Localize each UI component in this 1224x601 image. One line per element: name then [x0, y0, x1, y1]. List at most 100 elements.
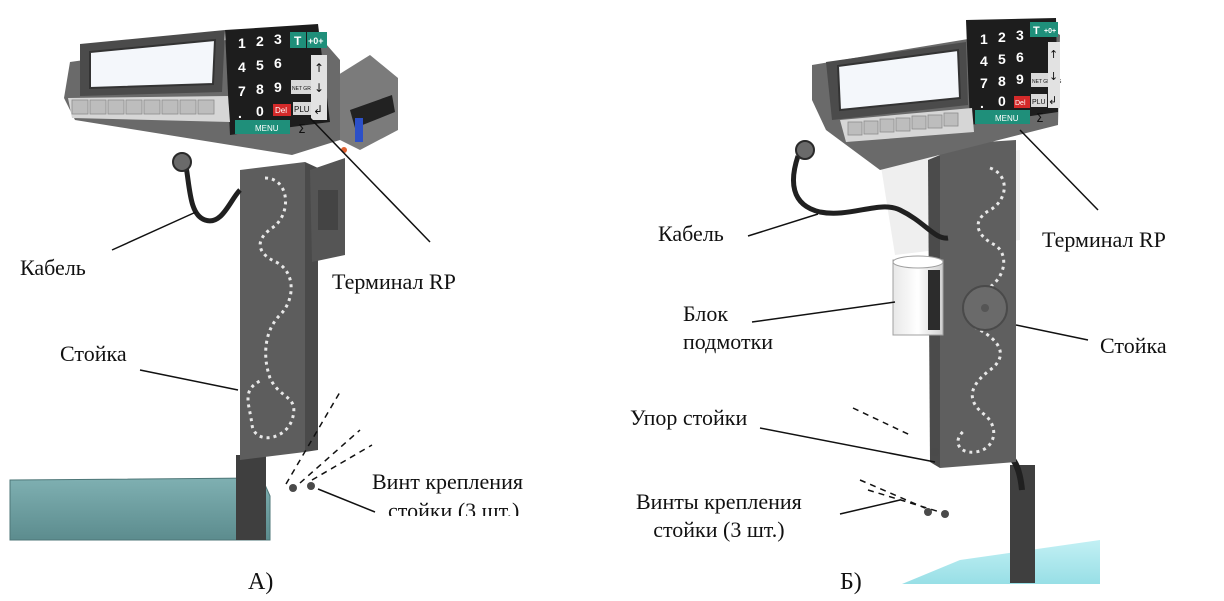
cable-connector-a: [172, 152, 192, 172]
label-screw-line2-wrap-a: стойки (3 шт.): [388, 499, 519, 516]
leader-winder-b: [751, 301, 896, 323]
winder-knob-center-b: [981, 304, 989, 312]
key-zero-b[interactable]: +0+: [1044, 28, 1056, 35]
key-0-b[interactable]: 0: [998, 93, 1006, 109]
label-cable-b: Кабель: [658, 221, 724, 246]
key-netgross-bg-b: [1031, 73, 1049, 87]
key-dot-b[interactable]: .: [980, 95, 984, 111]
leader-stop-b: [759, 427, 936, 463]
key-sigma-b[interactable]: Σ: [1036, 111, 1044, 125]
key-del-b[interactable]: Del: [1015, 100, 1026, 107]
key-7-b[interactable]: 7: [980, 75, 988, 91]
label-stand-b: Стойка: [1100, 333, 1167, 358]
leader-screws-b: [839, 499, 901, 515]
key-2-a[interactable]: 2: [256, 33, 264, 49]
arrow-up-icon-a[interactable]: ↑: [314, 61, 324, 75]
label-terminal-a: Терминал RP: [332, 269, 456, 294]
key-netgross-a[interactable]: NET GROSS: [292, 86, 322, 92]
key-6-b[interactable]: 6: [1016, 49, 1024, 65]
key-7-a[interactable]: 7: [238, 83, 246, 99]
key-3-b[interactable]: 3: [1016, 27, 1024, 43]
key-zero-bg-a: [307, 32, 327, 48]
key-6-a[interactable]: 6: [274, 55, 282, 71]
label-terminal-b: Терминал RP: [1042, 227, 1166, 252]
key-netgross-b[interactable]: NET GROSS: [1032, 79, 1062, 85]
leader-terminal-b: [1019, 129, 1099, 211]
function-keys-a: [71, 99, 215, 115]
winder-bracket-b: [928, 270, 940, 330]
key-del-bg-b: [1014, 96, 1030, 108]
key-plu-bg-a: [293, 102, 311, 115]
cable-b: [791, 155, 949, 241]
key-1-b[interactable]: 1: [980, 31, 988, 47]
label-screw-line2-a: стойки (3 шт.): [388, 499, 520, 516]
stand-stop-b: [931, 448, 939, 456]
key-dot-a[interactable]: .: [238, 105, 242, 121]
key-8-b[interactable]: 8: [998, 73, 1006, 89]
caption-a: А): [248, 569, 274, 595]
caption-b: Б): [840, 569, 862, 595]
printer-head-a: [330, 55, 398, 150]
leader-terminal-a: [309, 117, 431, 243]
key-plu-bg-b: [1031, 94, 1047, 107]
key-menu-bg-b: [975, 110, 1030, 124]
key-9-b[interactable]: 9: [1016, 71, 1024, 87]
arrow-down-icon-b[interactable]: ↓: [1049, 70, 1058, 83]
screws-b: [924, 508, 949, 518]
cable-route-dotted-a: [246, 176, 296, 440]
key-menu-b[interactable]: MENU: [995, 114, 1019, 123]
key-menu-bg-a: [235, 120, 290, 134]
function-keys-b: [847, 112, 959, 136]
key-plu-b[interactable]: PLU: [1032, 99, 1046, 106]
scale-platform-a: [9, 477, 271, 541]
arrow-down-icon-a[interactable]: ↓: [314, 81, 324, 95]
key-9-a[interactable]: 9: [274, 79, 282, 95]
label-cable-a: Кабель: [20, 255, 86, 280]
key-0-a[interactable]: 0: [256, 103, 264, 119]
key-sigma-a[interactable]: Σ: [298, 122, 306, 136]
key-zero-a[interactable]: +0+: [308, 36, 324, 46]
mount-bracket-a: [236, 455, 266, 540]
digit-keys-a: 1 2 3 4 5 6 7 8 9 . 0: [238, 31, 282, 121]
printer-button-a: [355, 118, 363, 142]
leader-stand-b: [1015, 324, 1089, 341]
leader-screw-a: [317, 488, 376, 513]
label-winder-line1-b: Блок: [683, 301, 729, 326]
key-5-b[interactable]: 5: [998, 51, 1006, 67]
key-2-b[interactable]: 2: [998, 29, 1006, 45]
key-t-bg-b: [1030, 22, 1044, 37]
cable-connector-b: [795, 140, 815, 160]
arrow-up-icon-b[interactable]: ↑: [1049, 48, 1058, 61]
key-menu-a[interactable]: MENU: [255, 124, 279, 133]
key-zero-bg-b: [1044, 22, 1058, 37]
leader-stand-a: [139, 369, 239, 391]
label-screw-line1-a: Винт крепления: [372, 469, 523, 494]
key-del-bg-a: [273, 104, 291, 116]
key-5-a[interactable]: 5: [256, 57, 264, 73]
key-t-bg-a: [290, 32, 306, 48]
key-3-a[interactable]: 3: [274, 31, 282, 47]
winder-roll-end-b: [892, 255, 944, 269]
display-screen-a: [89, 38, 217, 90]
key-del-a[interactable]: Del: [275, 106, 287, 115]
label-winder-b: Блок подмотки: [683, 301, 774, 355]
nav-keys-bg-b: [1048, 42, 1060, 108]
nav-keys-bg-a: [311, 55, 327, 120]
key-1-a[interactable]: 1: [238, 35, 246, 51]
key-4-a[interactable]: 4: [238, 59, 246, 75]
enter-icon-a[interactable]: ↲: [313, 103, 323, 117]
figure-a: 1 2 3 4 5 6 7 8 9 . 0 T +0+ Del PLU NET …: [9, 24, 431, 541]
key-netgross-bg-a: [291, 80, 311, 94]
key-t-a[interactable]: T: [294, 34, 302, 48]
label-screws-line1-b: Винты крепления: [636, 489, 802, 514]
key-8-a[interactable]: 8: [256, 81, 264, 97]
key-t-b[interactable]: T: [1033, 25, 1040, 37]
key-4-b[interactable]: 4: [980, 53, 988, 69]
key-plu-a[interactable]: PLU: [294, 105, 310, 114]
enter-icon-b[interactable]: ↲: [1048, 94, 1057, 107]
label-stand-a: Стойка: [60, 341, 127, 366]
printer-vent-a: [318, 190, 338, 230]
cable-a: [183, 165, 242, 224]
label-winder-line2-b: подмотки: [683, 329, 774, 355]
